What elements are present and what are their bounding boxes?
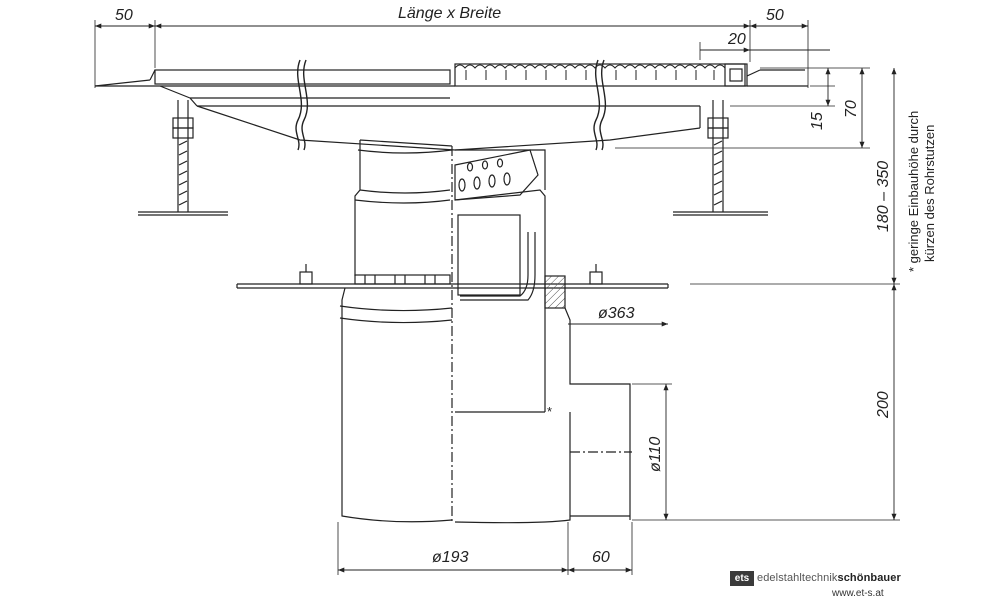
dim-flange-offset: 20 [727, 31, 746, 48]
dim-right-margin: 50 [766, 7, 784, 24]
brand-url: www.et-s.at [832, 588, 884, 599]
drain-body-upper [354, 139, 453, 276]
seal-hatch [544, 275, 566, 309]
dim-pipe-diameter: ø193 [432, 549, 469, 566]
dim-body-height-range: 180 – 350 [875, 161, 892, 232]
outlet-pipe [454, 307, 632, 524]
asterisk-marker: * [547, 404, 552, 419]
levelling-foot-right [673, 100, 768, 216]
extension-lines [94, 20, 900, 575]
dim-outlet-diameter: ø110 [647, 437, 664, 472]
dim-length-width: Länge x Breite [398, 5, 501, 22]
levelling-foot-left [138, 100, 228, 216]
dimension-lines [95, 23, 897, 573]
dim-left-margin: 50 [115, 7, 133, 24]
dim-frame-height: 70 [843, 100, 860, 118]
ets-logo-mark: ets [730, 571, 754, 586]
break-lines [295, 59, 607, 151]
drain-body-lower [339, 146, 453, 523]
dim-outlet-length: 60 [592, 549, 610, 566]
brand-name: edelstahltechnikschönbauer [757, 572, 901, 584]
footnote-line-2: kürzen des Rohrstutzen [922, 125, 937, 262]
dim-lower-height: 200 [875, 391, 892, 419]
footnote-line-1: * geringe Einbauhöhe durch [906, 111, 921, 272]
strainer-basket [454, 149, 539, 201]
mounting-flange [236, 264, 669, 289]
dim-flange-diameter: ø363 [598, 305, 635, 322]
channel-frame [94, 63, 808, 151]
dim-grate-depth: 15 [809, 112, 826, 130]
brand-name-bold: schönbauer [837, 572, 901, 584]
odour-trap-section [454, 149, 546, 413]
grate-slots [454, 64, 726, 80]
brand-name-light: edelstahltechnik [757, 572, 838, 584]
